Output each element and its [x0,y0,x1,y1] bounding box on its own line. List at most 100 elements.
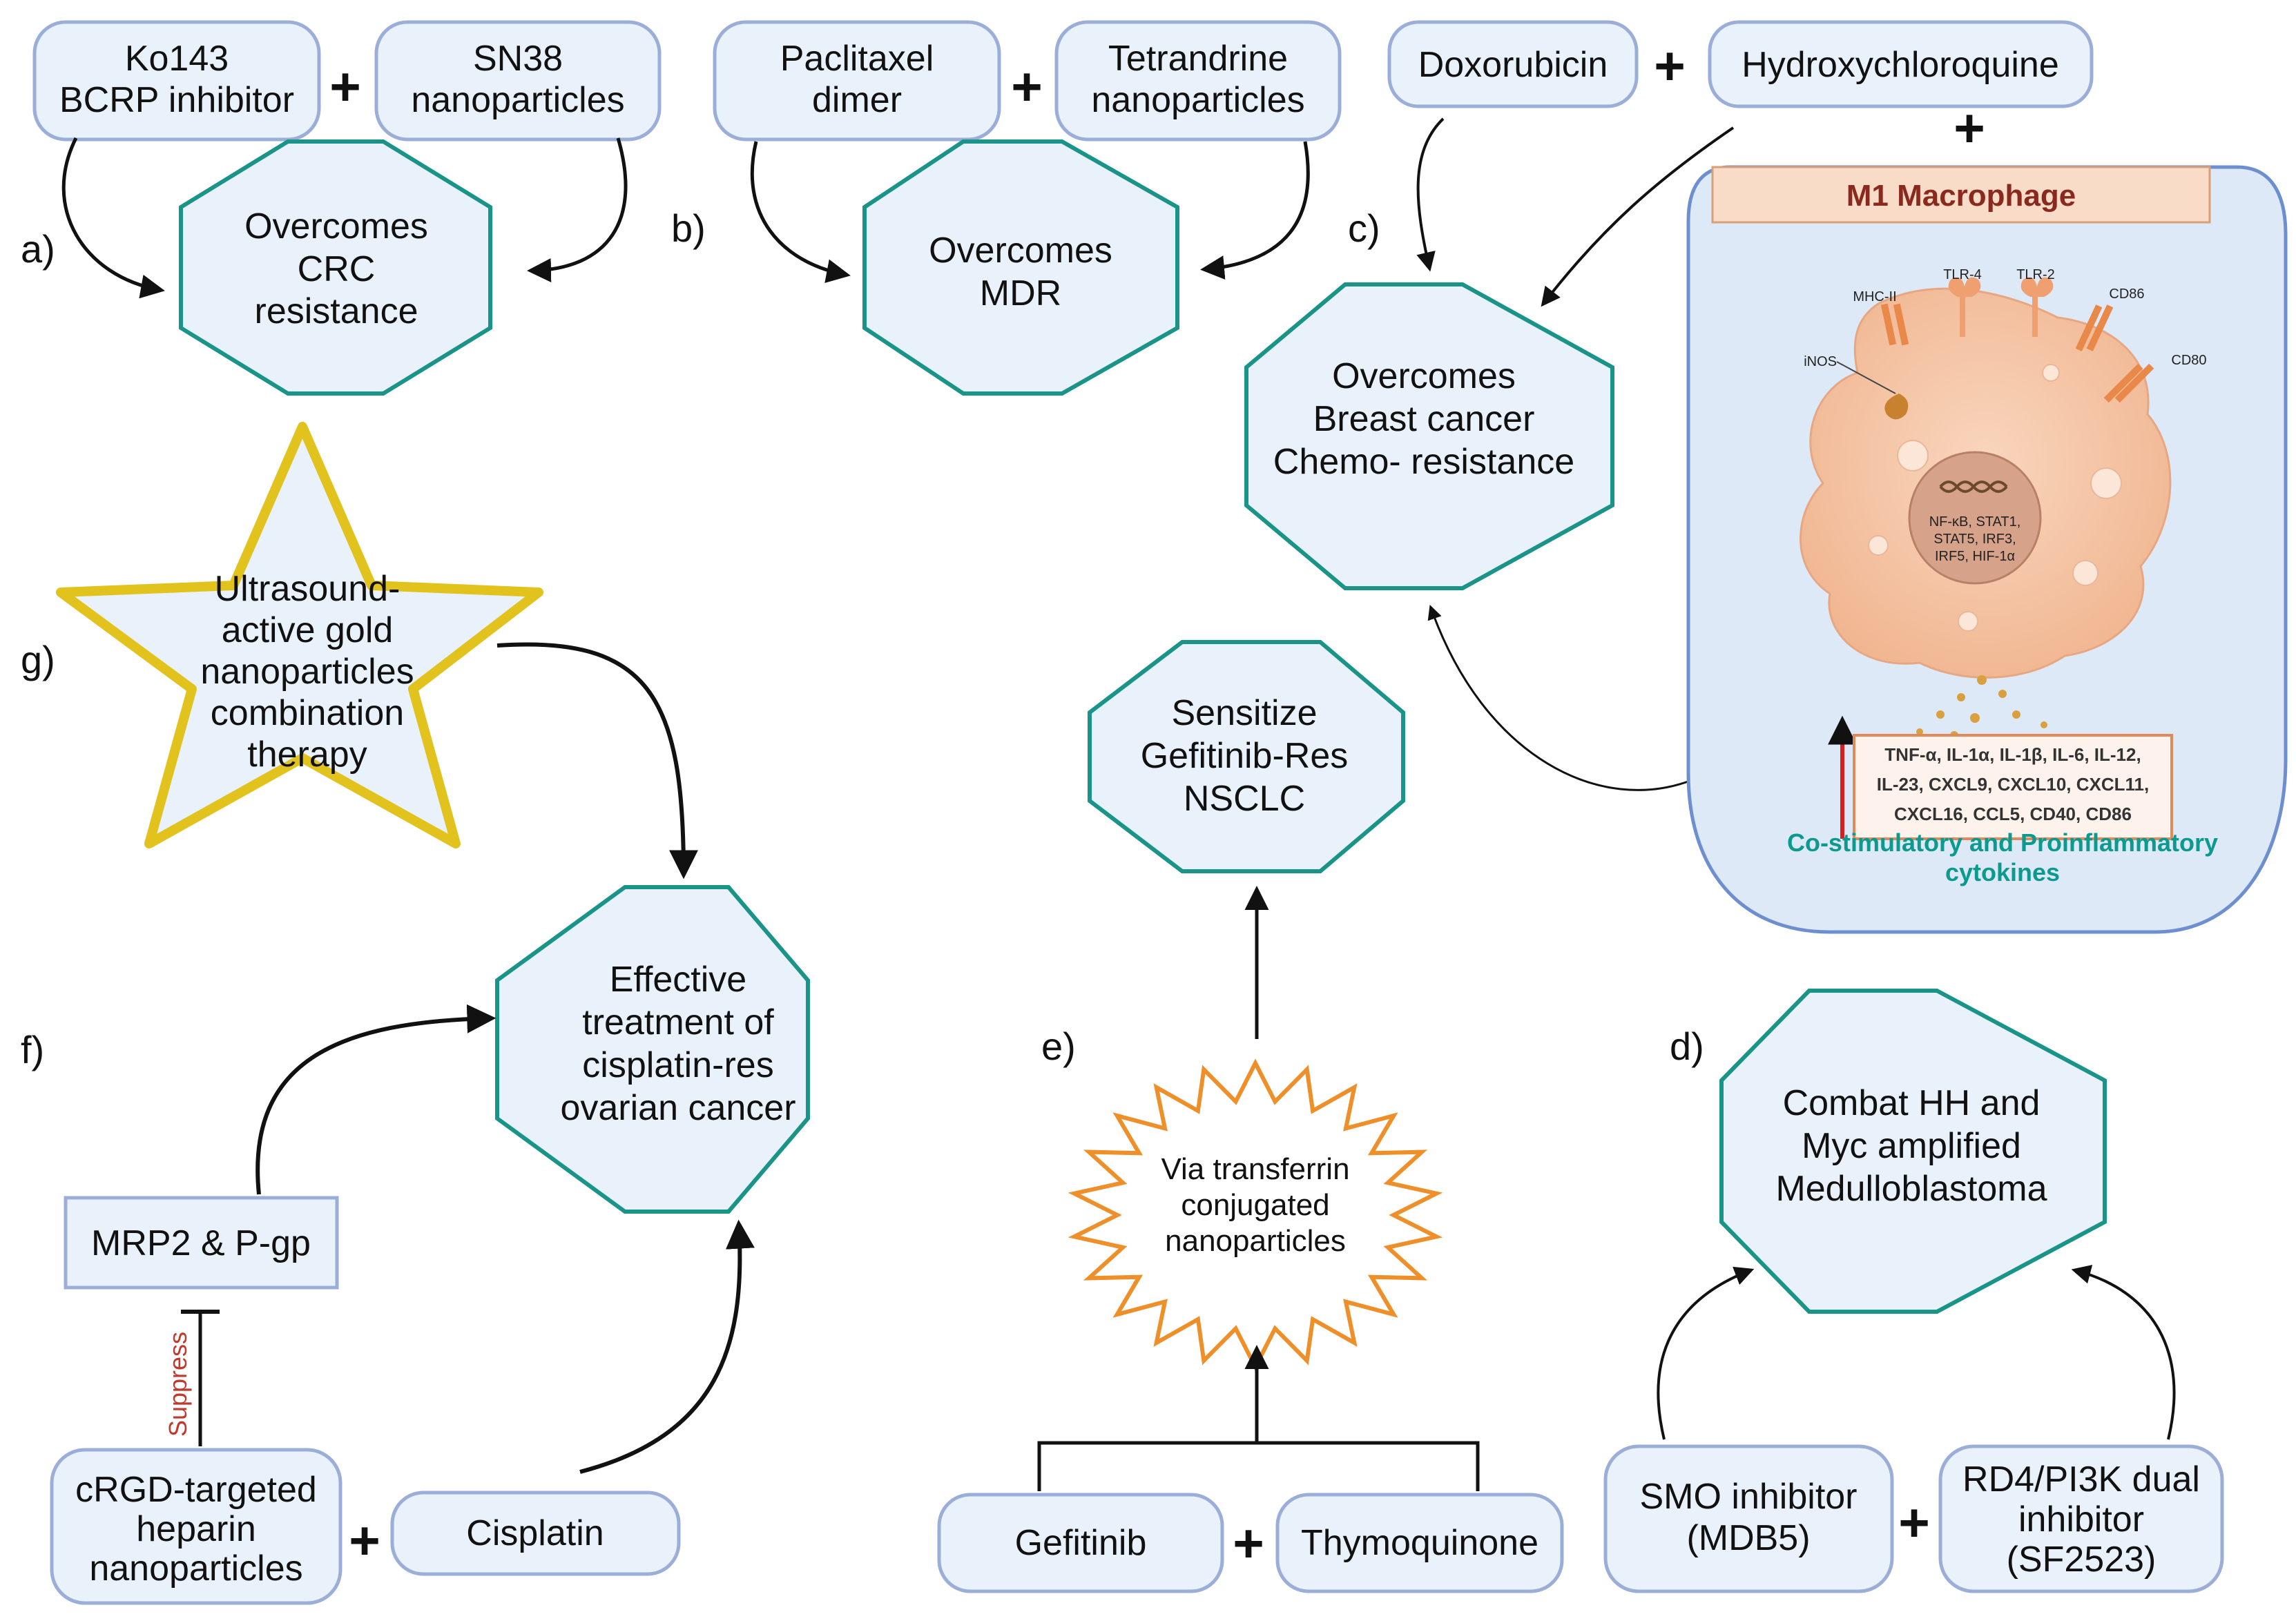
outcome-a-line2: CRC [298,249,376,289]
vesicle-5 [1958,611,1978,632]
thymoquinone-box [1275,1493,1564,1593]
smo-line2: (MDB5) [1686,1518,1810,1558]
dna-icon [1939,481,2008,493]
m1-title: M1 Macrophage [1846,179,2076,213]
panel-d-label: d) [1670,1025,1704,1068]
nucleus-line3: IRF5, HIF-1α [1935,549,2015,564]
vesicle-4 [1868,535,1889,556]
panel-e: e) Sensitize Gefitinib-Res NSCLC Via tra… [937,640,1564,1593]
doxorubicin-label: Doxorubicin [1418,45,1608,85]
plus-sign-a: + [329,56,361,117]
arrow-smo [1657,1266,1755,1440]
outcome-octagon-f [495,885,810,1214]
thymoquinone-label: Thymoquinone [1301,1523,1538,1563]
arrow-ko143 [61,137,165,299]
doxorubicin-box [1387,20,1639,108]
hydroxychloroquine-label: Hydroxychloroquine [1742,45,2059,85]
arrow-doxorubicin [1416,117,1445,272]
rd4-pi3k-box [1938,1444,2224,1593]
panel-f-label: f) [21,1028,44,1071]
tlr2-label: TLR-2 [2016,267,2055,282]
arrow-cisplatin [579,1219,755,1474]
smo-inhibitor-box [1603,1444,1894,1593]
panel-c-label: c) [1348,206,1380,250]
vesicle-3 [2072,560,2099,586]
outcome-a-line3: resistance [255,291,418,331]
outcome-octagon-b [862,139,1179,396]
outcome-octagon-a-shape [179,139,492,396]
inos-icon [1884,394,1909,420]
cytokine-line2: IL-23, CXCL9, CXCL10, CXCL11, [1877,774,2149,795]
outcome-octagon-e [1088,640,1405,873]
mrp2-pgp-box [64,1196,339,1290]
ko143-line2: BCRP inhibitor [59,80,294,120]
plus-sign-e: + [1233,1513,1264,1573]
sn38-line2: nanoparticles [411,80,624,120]
tlr4-label: TLR-4 [1943,267,1982,282]
outcome-e-line2: Gefitinib-Res [1141,736,1349,776]
paclitaxel-line1: Paclitaxel [780,39,934,79]
outcome-d-line2: Myc amplified [1802,1126,2021,1166]
outcome-a-line1: Overcomes [244,206,428,246]
outcome-f-line4: ovarian cancer [560,1088,795,1128]
outcome-f-line2: treatment of [582,1002,774,1042]
outcome-d-line3: Medulloblastoma [1775,1169,2047,1209]
cytokine-caption-line2: cytokines [1945,858,2060,886]
panel-d: d) Combat HH and Myc amplified Medullobl… [1603,989,2224,1593]
ko143-line1: Ko143 [125,39,229,79]
rd4-line3: (SF2523) [2007,1540,2157,1580]
nucleus-line2: STAT5, IRF3, [1933,532,2016,547]
plus-sign-c1: + [1654,35,1686,96]
therapy-star [56,422,543,848]
arrow-rd4 [2071,1265,2176,1440]
arrow-macrophage-to-outcome [1427,605,1692,791]
sn38-line1: SN38 [473,39,563,79]
tetrandrine-line1: Tetrandrine [1108,39,1288,79]
panel-b-label: b) [671,206,706,250]
tlr4-receptor-icon [1948,277,1981,337]
outcome-e-line1: Sensitize [1172,693,1318,733]
m1-title-box [1711,166,2211,224]
arrow-hydroxychloroquine [1541,126,1735,307]
panel-g: g) Ultrasound- active gold nanoparticles… [21,422,698,880]
mhc-ii-label: MHC-II [1853,289,1896,304]
crgd-line2: heparin [136,1509,255,1549]
panel-a: a) Ko143 BCRP inhibitor + SN38 nanoparti… [21,20,662,396]
tlr2-receptor-icon [2020,277,2054,337]
sn38-box [374,20,662,142]
panel-e-label: e) [1041,1025,1076,1068]
outcome-f-line1: Effective [610,960,746,1000]
outcome-c-line2: Breast cancer [1313,399,1535,439]
crgd-line1: cRGD-targeted [75,1470,317,1510]
panel-a-label: a) [21,227,55,271]
arrow-tetrandrine [1200,141,1310,280]
cisplatin-label: Cisplatin [466,1513,604,1553]
arrow-mrp2-to-outcome [255,1004,496,1195]
plus-sign-c2: + [1953,97,1985,158]
gefitinib-box [937,1493,1224,1593]
cisplatin-box [390,1491,681,1576]
panel-f: f) Effective treatment of cisplatin-res … [21,885,810,1605]
outcome-octagon-d [1719,989,2107,1314]
outcome-c-line1: Overcomes [1332,356,1516,396]
plus-sign-f: + [349,1510,380,1571]
via-line1: Via transferrin [1161,1152,1349,1186]
outcome-octagon-c [1244,282,1614,590]
outcome-b-line2: MDR [980,273,1061,313]
cd80-label: CD80 [2171,353,2206,368]
therapy-line3: nanoparticles [200,652,414,692]
outcome-f-line3: cisplatin-res [582,1045,773,1085]
rd4-line1: RD4/PI3K dual [1962,1459,2200,1499]
suppress-label: Suppress [164,1332,192,1437]
tetrandrine-box [1054,20,1342,142]
crgd-line3: nanoparticles [89,1549,302,1589]
vesicle-6 [2042,364,2060,382]
arrow-paclitaxel [750,141,851,283]
arrow-sn38 [527,137,628,282]
plus-sign-b: + [1011,56,1043,117]
therapy-line2: active gold [222,610,394,650]
bracket-drugs-e [1037,1441,1480,1491]
outcome-d-line1: Combat HH and [1783,1083,2041,1123]
paclitaxel-box [713,20,1001,142]
mhc-ii-receptor-icon [1880,303,1909,346]
